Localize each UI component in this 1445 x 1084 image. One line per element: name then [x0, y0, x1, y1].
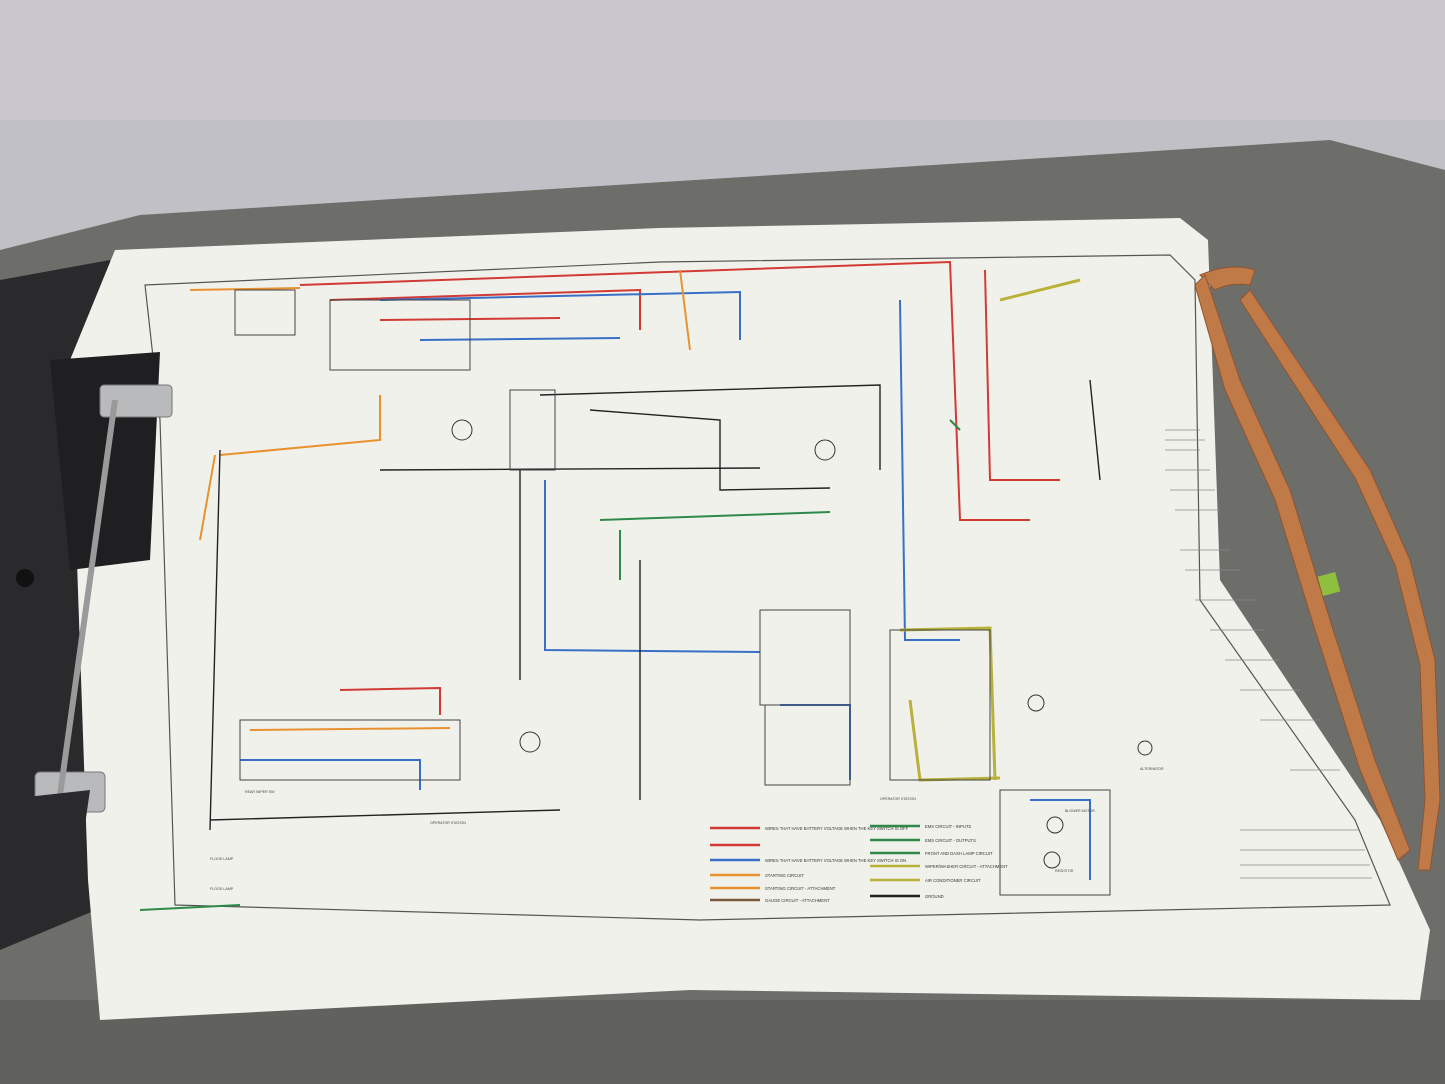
legend-label: STARTING CIRCUIT [765, 873, 804, 878]
legend-label: GAUGE CIRCUIT - ATTACHMENT [765, 898, 830, 903]
legend-label: EMS CIRCUIT - OUTPUTS [925, 838, 976, 843]
legend-swatches [710, 824, 920, 902]
rear-wiper-label: REAR WIPER SW [245, 790, 275, 794]
operator-station-label: OPERATOR STATION [880, 797, 916, 801]
orange-wires [189, 269, 691, 731]
flood-lamp-label: FLOOD LAMP [210, 857, 234, 861]
legend-label: WIRES THAT HAVE BATTERY VOLTAGE WHEN THE… [765, 858, 906, 863]
flood-lamp-label: FLOOD LAMP [210, 887, 234, 891]
legend-label: FRONT AND DASH LAMP CIRCUIT [925, 851, 993, 856]
legend-label: WIRES THAT HAVE BATTERY VOLTAGE WHEN THE… [765, 826, 909, 831]
motor-symbols [451, 419, 1153, 869]
blower-label: BLOWER MOTOR [1065, 809, 1095, 813]
legend-label: GROUND [925, 894, 944, 899]
legend-label: AIR CONDITIONER CIRCUIT [925, 878, 981, 883]
parts-list [1165, 429, 1372, 879]
legend-label: WIPER/WASHER CIRCUIT - ATTACHMENT [925, 864, 1008, 869]
diagram-labels: OPERATOR STATION OPERATOR STATION BLOWER… [210, 767, 1164, 891]
green-tape [1317, 572, 1341, 596]
green-wires [139, 419, 961, 911]
legend-label: STARTING CIRCUIT - ATTACHMENT [765, 886, 836, 891]
resistor-label: RESISTOR [1055, 869, 1074, 873]
black-wires [209, 379, 1101, 831]
alternator-label: ALTERNATOR [1140, 767, 1164, 771]
schematic-border [144, 254, 1391, 921]
wooden-hanger [1194, 266, 1441, 871]
operator-station-label: OPERATOR STATION [430, 821, 466, 825]
component-boxes [234, 289, 1111, 896]
clipboard-clamp [0, 352, 173, 870]
legend-labels: WIRES THAT HAVE BATTERY VOLTAGE WHEN THE… [765, 824, 1008, 903]
legend-label: EMS CIRCUIT - INPUTS [925, 824, 971, 829]
